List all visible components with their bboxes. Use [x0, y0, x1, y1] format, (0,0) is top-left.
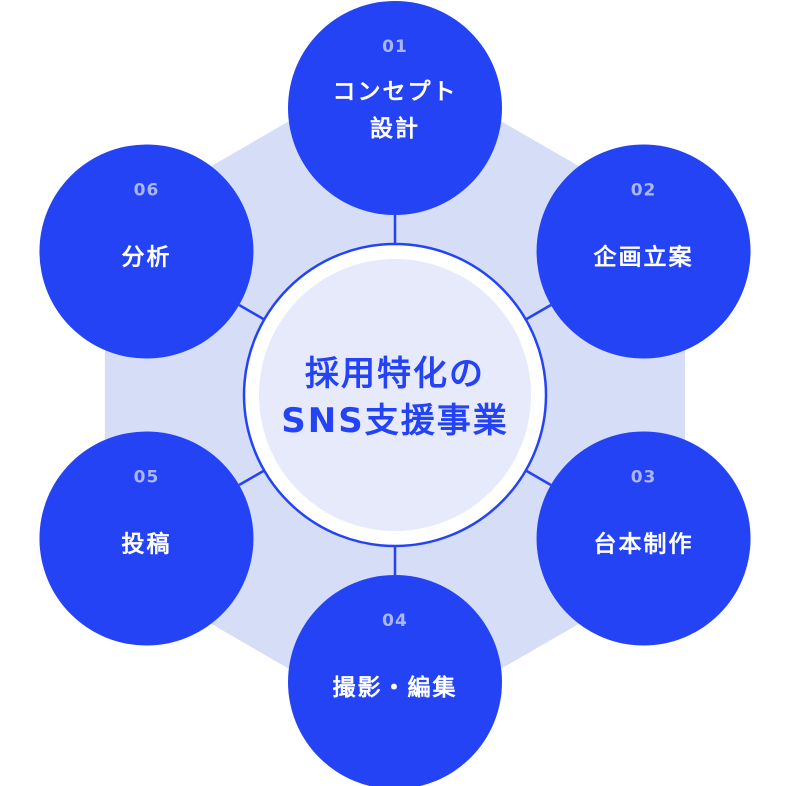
center-title-line1: 採用特化の — [305, 354, 485, 394]
step-number: 02 — [631, 181, 657, 201]
step-number: 05 — [134, 468, 160, 488]
step-number: 01 — [382, 37, 408, 57]
step-label: 台本制作 — [594, 531, 694, 558]
step-circle — [536, 144, 751, 359]
center-title-line2: SNS支援事業 — [281, 401, 508, 441]
step-circle — [39, 144, 254, 359]
step-circle — [39, 431, 254, 646]
step-label: 分析 — [121, 245, 171, 271]
step-number: 04 — [382, 611, 408, 631]
step-node-05: 05 投稿 — [39, 431, 254, 646]
step-number: 03 — [631, 468, 657, 488]
step-number: 06 — [134, 181, 160, 201]
step-circle — [288, 1, 502, 215]
step-label: 設計 — [370, 115, 420, 142]
step-node-06: 06 分析 — [39, 144, 254, 359]
connector-line — [238, 303, 266, 322]
step-label: コンセプト — [333, 79, 458, 105]
step-label: 投稿 — [121, 531, 171, 558]
step-node-04: 04 撮影・編集 — [288, 575, 502, 786]
step-node-03: 03 台本制作 — [536, 431, 751, 646]
connector-line — [238, 468, 266, 487]
step-label: 撮影・編集 — [333, 674, 458, 701]
connector-line — [524, 303, 552, 322]
step-label: 企画立案 — [593, 244, 694, 271]
center-inner-fill — [259, 259, 531, 531]
step-node-02: 02 企画立案 — [536, 144, 751, 359]
step-circle — [288, 575, 502, 786]
step-circle — [536, 431, 751, 646]
connector-line — [524, 468, 552, 487]
